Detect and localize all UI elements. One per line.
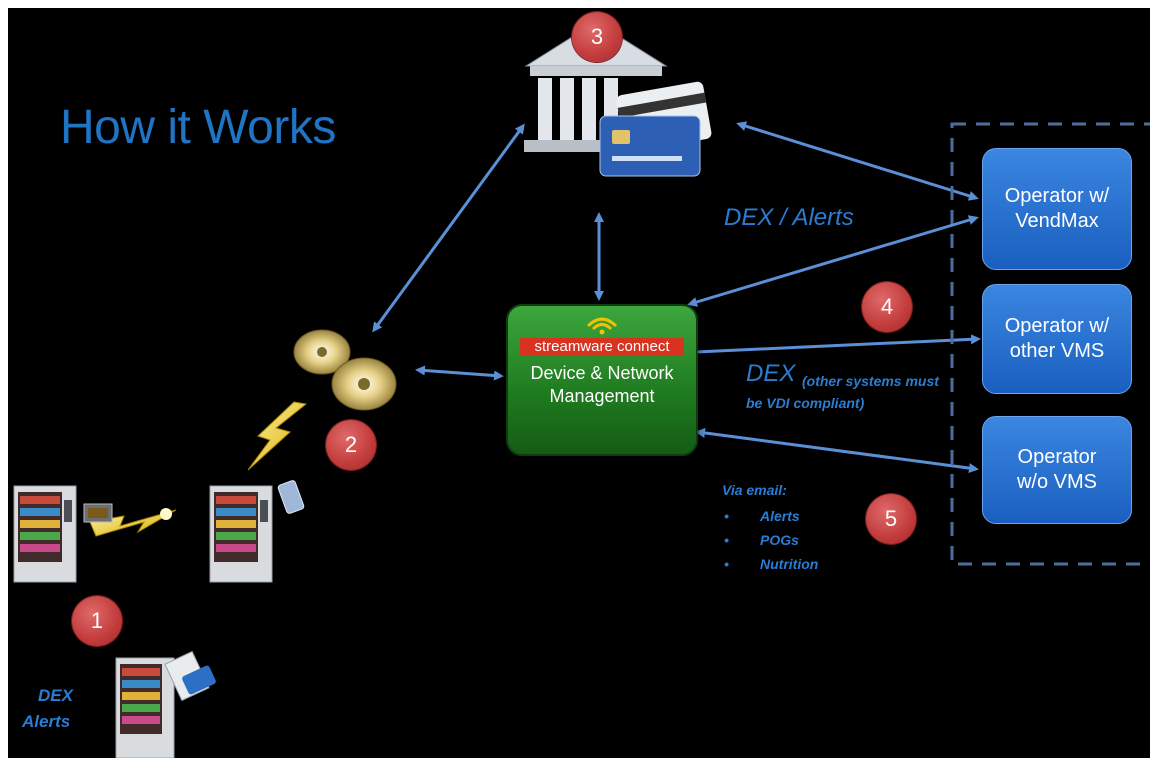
arrow-dish-bank bbox=[372, 123, 525, 333]
dex-label: DEX bbox=[746, 360, 796, 387]
email-heading: Via email: bbox=[722, 482, 787, 498]
satellite-dish-icon bbox=[293, 329, 397, 411]
mobile-device-icon bbox=[277, 480, 305, 514]
step-badge-1: 1 bbox=[72, 596, 122, 646]
bank-icon bbox=[524, 21, 668, 152]
step-badge-4: 4 bbox=[862, 282, 912, 332]
operator-no-vms-label: Operator w/o VMS bbox=[1016, 446, 1098, 493]
machine-alerts-label: Alerts bbox=[22, 712, 71, 731]
step-badge-2: 2 bbox=[326, 420, 376, 470]
step-badge-5: 5 bbox=[866, 494, 916, 544]
streamware-connect-logo: streamware connect bbox=[520, 338, 684, 356]
spark-icon bbox=[160, 508, 172, 520]
operator-other-vms-box: Operator w/ other VMS bbox=[982, 284, 1132, 394]
vending-machine-icon bbox=[115, 657, 175, 758]
credit-card-icon bbox=[599, 81, 712, 177]
operator-other-vms-label: Operator w/ other VMS bbox=[1004, 315, 1110, 362]
operator-group-border bbox=[950, 122, 1150, 566]
vending-machine-icon bbox=[209, 485, 273, 583]
operator-vendmax-label: Operator w/ VendMax bbox=[1004, 185, 1110, 232]
dex-alerts-label: DEX / Alerts bbox=[724, 204, 854, 231]
wifi-icon bbox=[586, 317, 618, 335]
email-item: Nutrition bbox=[722, 552, 818, 576]
email-item: Alerts bbox=[722, 504, 818, 528]
arrow-bank-operator1 bbox=[736, 121, 979, 201]
connector-layer bbox=[13, 21, 1150, 758]
device-network-management-box: streamware connect Device & Network Mana… bbox=[506, 304, 698, 456]
operator-vendmax-box: Operator w/ VendMax bbox=[982, 148, 1132, 270]
card-reader-icon bbox=[164, 650, 216, 702]
lightning-icon bbox=[247, 401, 308, 471]
arrow-hub-operator2 bbox=[695, 334, 981, 354]
dex-note: (other systems must be VDI compliant) bbox=[746, 373, 939, 411]
operator-no-vms-box: Operator w/o VMS bbox=[982, 416, 1132, 524]
email-list: Via email: Alerts POGs Nutrition bbox=[722, 482, 818, 576]
slide: How it Works streamware connect Device &… bbox=[8, 8, 1150, 758]
arrow-hub-operator1 bbox=[687, 215, 979, 307]
arrow-hub-operator3 bbox=[695, 427, 979, 474]
lightning-icon bbox=[89, 509, 177, 537]
email-item: POGs bbox=[722, 528, 818, 552]
vending-machine-icon bbox=[13, 485, 77, 583]
machine-dex-label: DEX bbox=[38, 686, 73, 705]
hub-label: Device & Network Management bbox=[530, 363, 674, 406]
page-title: How it Works bbox=[60, 101, 336, 154]
step-badge-3: 3 bbox=[572, 12, 622, 62]
arrow-dish-hub bbox=[415, 365, 504, 381]
